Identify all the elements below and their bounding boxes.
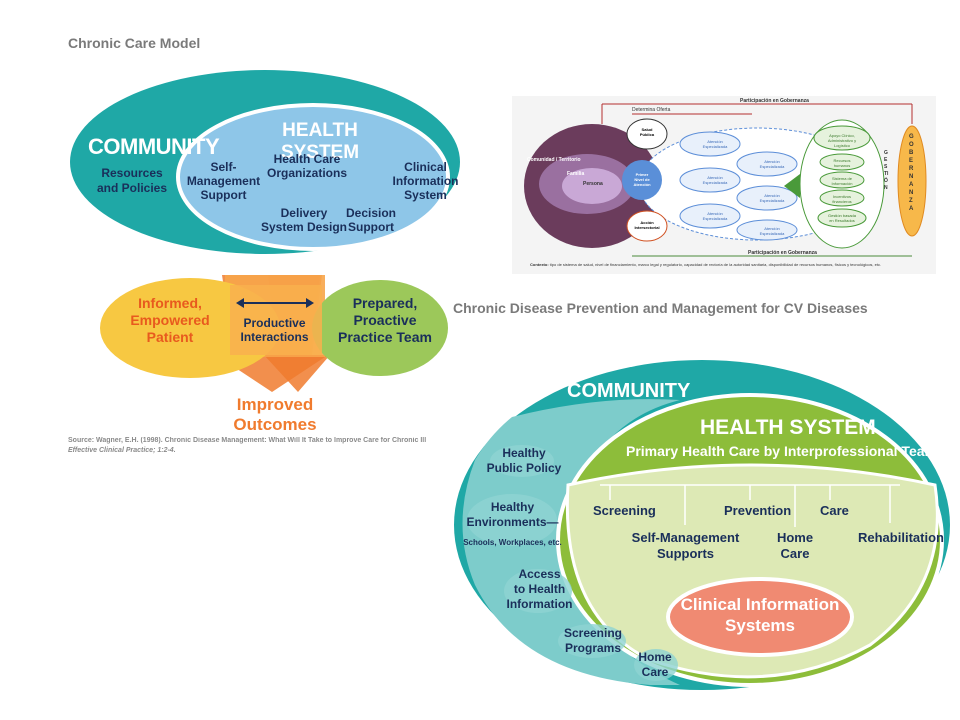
ccm-title: Chronic Care Model [68,35,201,51]
ccm-patient-label: Informed, Empowered Patient [130,295,210,345]
cdpm-community-label: COMMUNITY [567,380,691,402]
cdpm-home-care-left: Home Care [638,650,672,679]
gov-contexto: Contexto: tipo de sistema de salud, nive… [530,262,930,267]
cdpm-screening: Screening [593,503,656,518]
gov-determina-label: Determina Oferta [632,107,671,113]
ccm-self-mgmt-label: Self- Management Support [186,160,261,202]
cdpm-healthy-env: Healthy Environments— [466,500,559,529]
ccm-community-label: COMMUNITY [88,134,220,159]
ccm-diagram [70,70,460,392]
ccm-source-line-2: Effective Clinical Practice; 1:2-4. [68,447,176,454]
gov-gobernanza-ellipse [897,125,927,237]
gov-atencion-1: Atención Especializada [702,139,728,149]
gov-accion-label: Acción Intersectorial [634,220,660,230]
gov-gobernanza-label: GOBERNANZA [909,134,914,212]
ccm-delivery-label: Delivery System Design [260,206,348,234]
cdpm-primary-label: Primary Health Care by Interprofessional… [626,443,945,459]
gov-atencion-2: Atención Especializada [759,159,785,169]
cdpm-access-info: Access to Health Information [506,567,573,611]
ccm-outcomes-label: Improved Outcomes [233,395,317,434]
gov-atencion-6: Atención Especializada [759,226,785,236]
gov-comunidad-label: Comunidad / Territorio [527,157,581,163]
ccm-health-system-ellipse [176,103,450,251]
ccm-resources-label: Resources and Policies [96,166,168,195]
gov-apoyo-5: Gestión basada en Resultados [827,213,857,223]
cdpm-care: Care [820,503,849,518]
cdpm-health-system-label: HEALTH SYSTEM [700,416,876,439]
gov-participacion-bottom: Participación en Gobernanza [748,250,817,256]
gov-familia-label: Familia [567,171,585,177]
cdpm-healthy-policy: Healthy Public Policy [486,446,562,475]
gov-primer-nivel-label: Primer Nivel de Atención [633,172,651,187]
cdpm-screening-programs: Screening Programs [563,626,623,655]
gov-apoyo-3: Sistema de Información [831,176,853,186]
cdpm-title: Chronic Disease Prevention and Managemen… [453,300,868,316]
gov-persona-label: Persona [583,181,603,187]
cdpm-rehabilitation: Rehabilitation [858,530,944,545]
ccm-cis-label: Clinical Information System [392,160,459,202]
gov-apoyo-2: Recursos humanos [833,158,851,168]
gov-atencion-3: Atención Especializada [702,175,728,185]
gov-contexto-label: Contexto: [530,262,549,267]
cdpm-prevention: Prevention [724,503,792,518]
ccm-health-system-label: HEALTH SYSTEM [280,120,360,163]
ccm-hco-label: Health Care Organizations [266,152,347,180]
gov-atencion-4: Atención Especializada [759,193,785,203]
cdpm-self-mgmt: Self-Management Supports [631,530,740,561]
gov-atencion-5: Atención Especializada [702,211,728,221]
ccm-team-label: Prepared, Proactive Practice Team [338,295,432,345]
ccm-team-ellipse [312,280,448,376]
gov-primer-nivel-circle [622,160,662,200]
cdpm-cis-label: Clinical Information Systems [680,595,840,635]
gov-salud-publica-label: Salud Pública [639,127,655,137]
gov-contexto-text: tipo de sistema de salud, nivel de finan… [549,262,882,267]
gov-apoyo-4: Incentivos financieros [832,194,852,204]
cdpm-cis-ellipse [666,577,854,657]
gov-diagram [524,103,927,257]
gov-gestion-label: GESTIÓN [884,150,889,191]
ccm-productive-label: Productive Interactions [240,316,309,344]
cdpm-schools: Schools, Workplaces, etc. [463,538,562,547]
ccm-decision-label: Decision Support [345,206,396,234]
cdpm-diagram [454,360,950,690]
ccm-source-line-1: Source: Wagner, E.H. (1998). Chronic Dis… [68,437,427,444]
gov-participacion-top: Participación en Gobernanza [740,98,809,104]
cdpm-home-care: Home Care [776,530,814,561]
gov-apoyo-1: Apoyo Clínico, Administrativo y Logístic… [827,133,857,148]
